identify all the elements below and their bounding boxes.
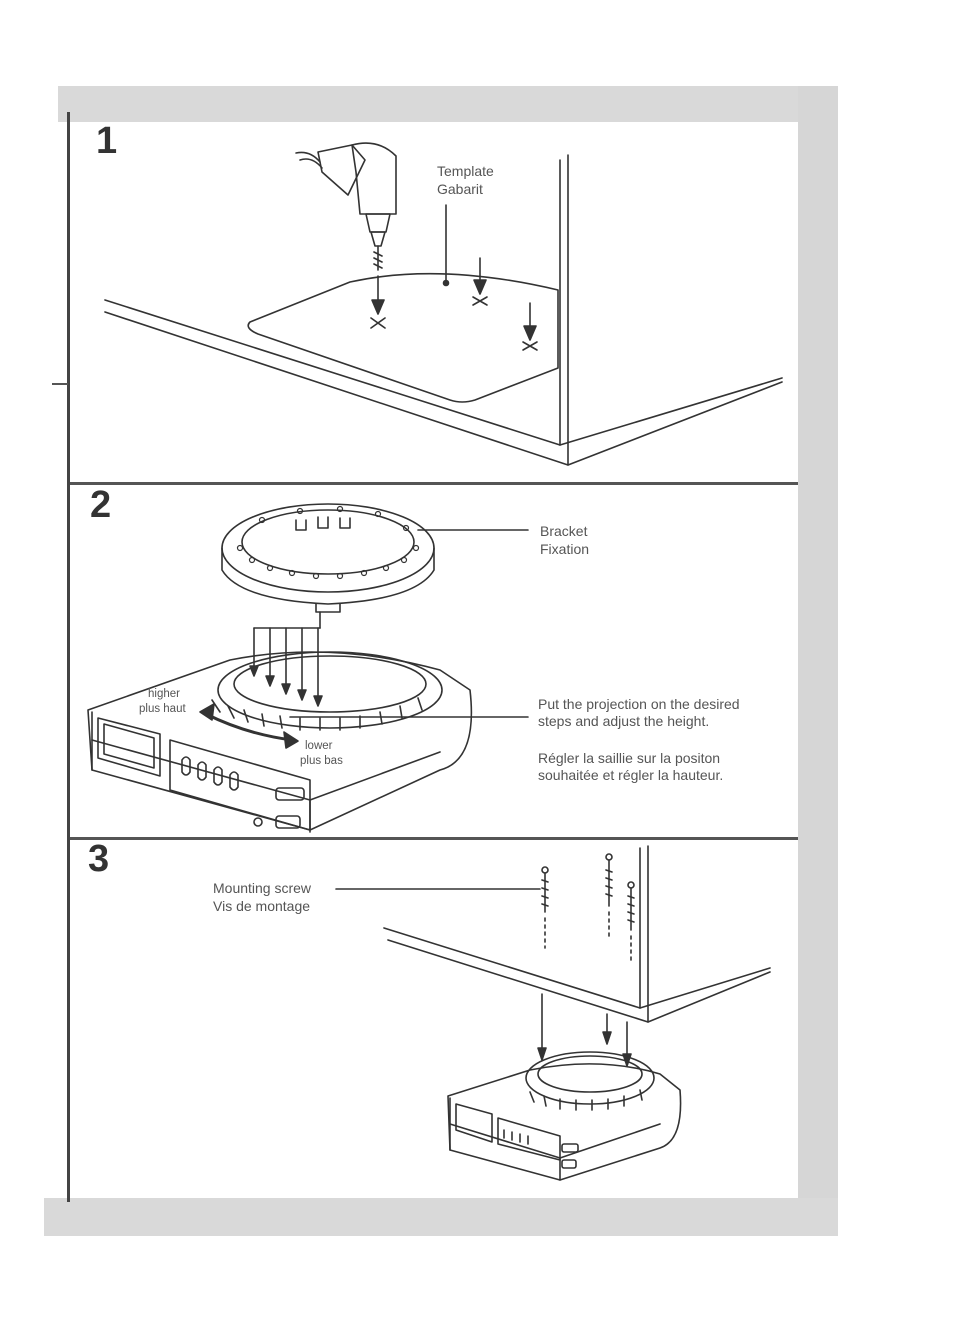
cabinet-icon — [105, 155, 782, 465]
bracket-label-en: Bracket — [540, 522, 587, 540]
step-3-number: 3 — [88, 838, 109, 881]
screw-icon — [336, 854, 634, 964]
bracket-label-fr: Fixation — [540, 540, 589, 558]
arrow-down-icon — [538, 994, 631, 1066]
cabinet-icon — [384, 846, 770, 1022]
step-1-number: 1 — [96, 120, 117, 163]
mounting-screw-label-en: Mounting screw — [213, 879, 311, 897]
bracket-ring-icon — [222, 504, 434, 612]
instruction-en-line-1: Put the projection on the desired — [538, 695, 740, 713]
instruction-en-line-2: steps and adjust the height. — [538, 712, 709, 730]
clock-radio-icon — [88, 652, 471, 832]
step-2-number: 2 — [90, 484, 111, 527]
instruction-fr-line-2: souhaitée et régler la hauteur. — [538, 766, 723, 784]
lower-label-fr: plus bas — [300, 754, 343, 768]
template-icon — [248, 274, 558, 402]
higher-label-en: higher — [148, 687, 180, 701]
lower-label-en: lower — [305, 739, 332, 753]
template-label-fr: Gabarit — [437, 180, 483, 198]
higher-label-fr: plus haut — [139, 702, 186, 716]
arrow-down-icon — [371, 258, 537, 350]
mounting-screw-label-fr: Vis de montage — [213, 897, 310, 915]
instruction-fr-line-1: Régler la saillie sur la positon — [538, 749, 720, 767]
template-label-en: Template — [437, 162, 494, 180]
drill-icon — [296, 143, 396, 270]
clock-radio-icon — [448, 1052, 681, 1180]
height-adjust-arrow — [206, 714, 292, 740]
